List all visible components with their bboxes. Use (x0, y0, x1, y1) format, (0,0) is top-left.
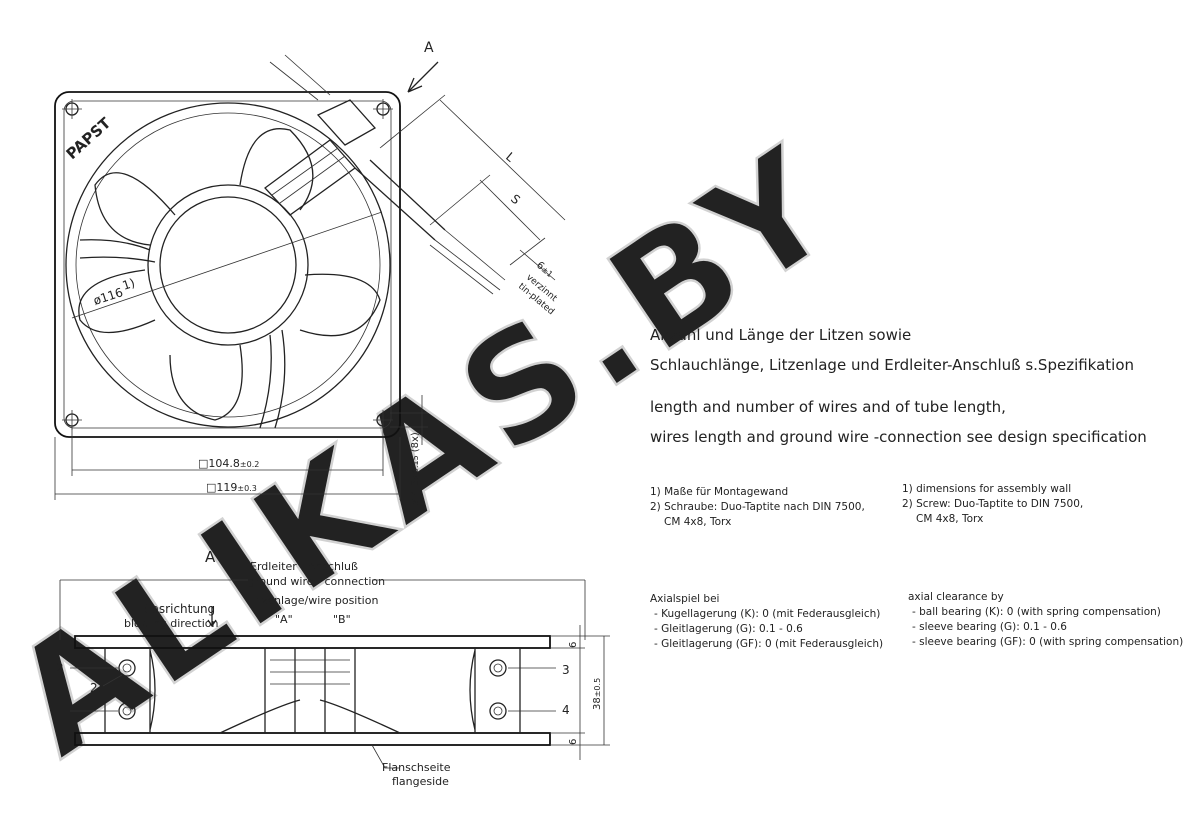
watermark: ALIKAS.BY (0, 112, 870, 791)
dim-bottom: 6 (568, 739, 579, 745)
pos-b: "B" (333, 613, 351, 626)
view-marker-A: A (424, 40, 434, 56)
struts (79, 239, 286, 429)
pos-a: "A" (275, 613, 293, 626)
hub-inner (159, 196, 297, 334)
footnotes-en: 1) dimensions for assembly wall 2) Screw… (902, 482, 1083, 527)
ax-de-3: - Gleitlagerung (GF): 0 (mit Federausgle… (654, 638, 884, 650)
num-4: 4 (562, 703, 570, 717)
mounting-holes (62, 99, 393, 430)
ax-en-2: - sleeve bearing (G): 0.1 - 0.6 (912, 621, 1067, 633)
view-arrow-icon (407, 61, 439, 93)
ax-en-1: - ball bearing (K): 0 (with spring compe… (912, 606, 1161, 618)
ax-de-title: Axialspiel bei (650, 593, 720, 605)
note-2: 2) (90, 681, 102, 695)
note-line-1: Anzahl und Länge der Litzen sowie (650, 326, 912, 344)
side-view: A Erdleiter - Anschluß ground wir (56, 548, 610, 788)
cable-exit (264, 54, 506, 295)
note-line-4: wires length and ground wire -connection… (650, 428, 1147, 446)
axial-de: Axialspiel bei - Kugellagerung (K): 0 (m… (650, 592, 883, 652)
wire-dimensions (379, 94, 566, 281)
note-line-2: Schlauchlänge, Litzenlage und Erdleiter-… (650, 356, 1135, 374)
num-2: 2 (56, 661, 64, 675)
side-view-title: A (205, 548, 216, 566)
bottom-flange (74, 732, 551, 746)
fan-housing-outline (54, 91, 401, 438)
flange-en: flangeside (392, 775, 449, 788)
wire-position: Litzenlage/wire position (248, 594, 378, 607)
left-column (104, 648, 156, 733)
fan-blades (78, 128, 381, 421)
ax-de-1: - Kugellagerung (K): 0 (mit Federausglei… (654, 608, 881, 620)
dim-hole-label: ø 4.3±0.15(8x) (410, 432, 421, 505)
dim-top: 6 (568, 642, 579, 648)
ax-en-title: axial clearance by (908, 591, 1004, 603)
dim-diameter-label: ø116 (92, 285, 125, 308)
fn-de-1: 1) Maße für Montagewand (650, 486, 789, 498)
fan-housing-inner (63, 100, 392, 429)
ground-en: ground wire - connection (248, 575, 385, 588)
fn-en-1: 1) dimensions for assembly wall (902, 483, 1072, 495)
ax-en-3: - sleeve bearing (GF): 0 (with spring co… (912, 636, 1184, 648)
brand-logo: PAPST (63, 113, 115, 163)
ground-de: Erdleiter - Anschluß (250, 560, 358, 573)
right-column (469, 648, 521, 733)
fn-de-2: 2) Schraube: Duo-Taptite nach DIN 7500, (650, 501, 865, 513)
ax-de-2: - Gleitlagerung (G): 0.1 - 0.6 (654, 623, 803, 635)
axial-en: axial clearance by - ball bearing (K): 0… (908, 590, 1183, 650)
footnotes-de: 1) Maße für Montagewand 2) Schraube: Duo… (650, 485, 865, 530)
flange-de: Flanschseite (382, 761, 451, 774)
fn-en-2: 2) Screw: Duo-Taptite to DIN 7500, (902, 498, 1084, 510)
venturi-ring-outer (65, 102, 391, 428)
hub-section (219, 648, 401, 734)
diameter-line (71, 211, 383, 319)
blow-en: blowing direction (124, 617, 219, 630)
blow-arrow-icon (207, 606, 217, 628)
fn-en-3: CM 4x8, Torx (916, 513, 984, 525)
num-1: 1 (56, 703, 64, 717)
dim-inner-label: □104.8±0.2 (198, 457, 259, 470)
hub-outer (147, 184, 309, 346)
num-3: 3 (562, 663, 570, 677)
dim-S: S (508, 192, 523, 208)
fn-de-3: CM 4x8, Torx (664, 516, 732, 528)
side-holes (118, 659, 507, 720)
dim-diameter-note: 1) (121, 276, 137, 293)
dim-outer-label: □119±0.3 (206, 481, 257, 494)
watermark-text: ALIKAS.BY (0, 113, 869, 789)
venturi-ring-inner (75, 112, 381, 418)
note-line-3: length and number of wires and of tube l… (650, 398, 1006, 416)
blow-de: Blasrichtung (140, 602, 215, 616)
dim-height: 38±0.5 (592, 678, 603, 710)
top-flange (74, 635, 551, 649)
